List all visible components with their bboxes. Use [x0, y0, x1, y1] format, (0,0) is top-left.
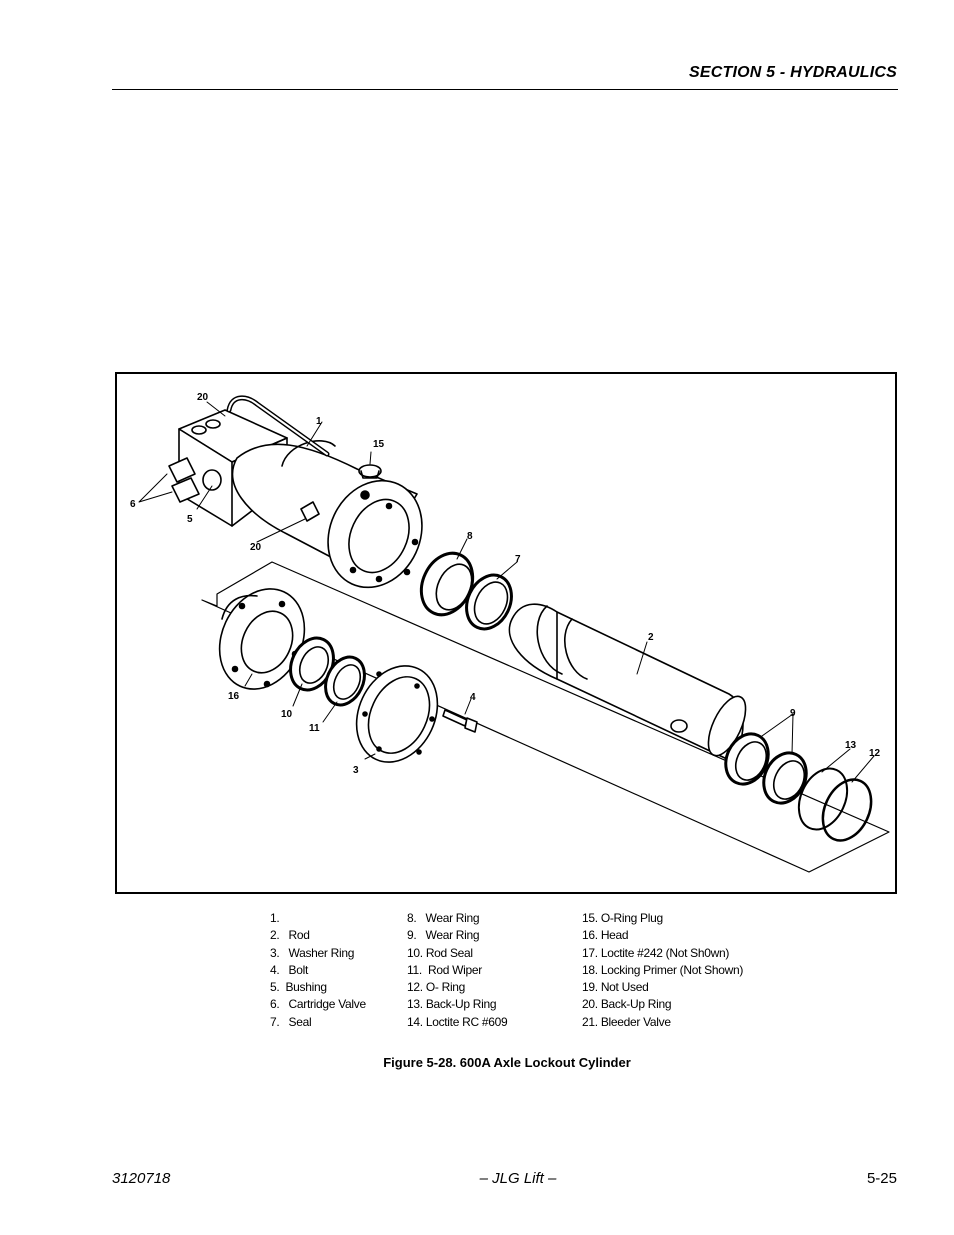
legend-item: 9. Wear Ring — [407, 928, 480, 943]
parts-legend-col1: 1. 2. Rod 3. Washer Ring 4. Bolt 5. Bush… — [270, 910, 366, 1031]
cylinder-drawing: 20 1 15 6 5 20 8 7 2 16 10 11 4 3 9 13 1… — [130, 392, 890, 873]
callout-20-bottom: 20 — [250, 542, 262, 553]
parts-legend-col3: 15. O-Ring Plug 16. Head 17. Loctite #24… — [582, 910, 743, 1031]
legend-item: 15. O-Ring Plug — [582, 911, 663, 925]
callout-12: 12 — [869, 748, 881, 759]
callout-16: 16 — [228, 691, 240, 702]
footer-page-number: 5-25 — [866, 1170, 897, 1187]
parts-legend-col2: 8. Wear Ring 9. Wear Ring 10. Rod Seal 1… — [407, 910, 508, 1031]
footer-doc-number: 3120718 — [112, 1170, 171, 1187]
callout-10: 10 — [281, 709, 293, 720]
o-ring-plug — [358, 464, 382, 479]
legend-item: 21. Bleeder Valve — [582, 1014, 671, 1029]
legend-item: 6. Cartridge Valve — [270, 997, 366, 1012]
callout-5: 5 — [187, 514, 193, 525]
callout-20-top: 20 — [197, 392, 209, 403]
legend-item: 20. Back-Up Ring — [582, 997, 672, 1012]
callout-11: 11 — [309, 723, 320, 734]
callout-13: 13 — [845, 740, 857, 751]
footer-brand: – JLG Lift – — [479, 1170, 557, 1187]
legend-item: 3. Washer Ring — [270, 945, 355, 960]
back-up-ring-13 — [797, 767, 849, 831]
rod-wiper-11 — [324, 655, 366, 707]
legend-item: 19. Not Used — [582, 980, 649, 995]
legend-item: 11. Rod Wiper — [407, 962, 482, 977]
bleeder-tube-inner — [228, 397, 328, 455]
legend-item: 14. Loctite RC #609 — [407, 1014, 508, 1029]
figure-caption: Figure 5-28. 600A Axle Lockout Cylinder — [383, 1055, 631, 1070]
legend-item: 8. Wear Ring — [407, 911, 480, 925]
callout-1: 1 — [316, 416, 322, 427]
legend-item: 10. Rod Seal — [407, 945, 473, 960]
legend-item: 1. — [270, 911, 280, 925]
leader-lines — [138, 401, 875, 783]
barrel-flange — [327, 479, 423, 589]
legend-item: 17. Loctite #242 (Not Sh0wn) — [582, 945, 730, 960]
washer-ring-3 — [355, 665, 439, 763]
seal-7 — [465, 573, 513, 631]
callout-4: 4 — [470, 692, 476, 703]
legend-item: 18. Locking Primer (Not Shown) — [582, 962, 744, 977]
legend-item: 13. Back-Up Ring — [407, 997, 497, 1012]
legend-item: 4. Bolt — [270, 962, 308, 977]
bleeder-fitting — [300, 501, 320, 522]
legend-item: 12. O- Ring — [407, 980, 466, 995]
bolt-4 — [442, 709, 478, 733]
callout-3: 3 — [353, 765, 359, 776]
callout-6: 6 — [130, 499, 136, 510]
callout-15: 15 — [373, 439, 385, 450]
o-ring-12 — [821, 778, 873, 842]
legend-item: 16. Head — [582, 928, 629, 943]
piston-rod — [508, 603, 747, 760]
legend-item: 5. Bushing — [270, 980, 327, 995]
callout-8: 8 — [467, 531, 473, 542]
section-title: SECTION 5 - HYDRAULICS — [689, 64, 897, 81]
header-rule — [112, 89, 898, 90]
callout-9: 9 — [790, 708, 796, 719]
exploded-diagram: 20 1 15 6 5 20 8 7 2 16 10 11 4 3 9 13 1… — [115, 372, 897, 894]
assembly-outline — [201, 561, 890, 873]
callout-7: 7 — [515, 554, 521, 565]
wear-rings-9 — [724, 732, 808, 805]
legend-item: 2. Rod — [270, 928, 310, 943]
legend-item: 7. Seal — [270, 1014, 312, 1029]
cartridge-valves — [168, 457, 222, 503]
callout-2: 2 — [648, 632, 654, 643]
head-16 — [218, 588, 306, 690]
